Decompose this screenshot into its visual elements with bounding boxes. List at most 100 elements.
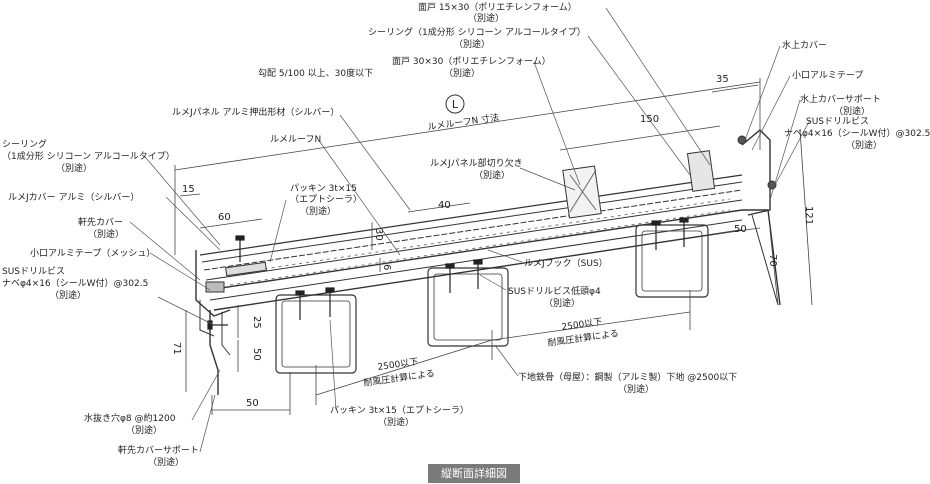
- dim-70: 70: [767, 254, 778, 267]
- dim-121-line: [799, 129, 813, 306]
- label-jcover: ルメJカバー アルミ（シルバー）: [8, 192, 139, 203]
- label-sealing-top: シーリング（1成分形 シリコーン アルコールタイプ）: [368, 26, 586, 38]
- eave-support-bracket-2: [221, 312, 231, 356]
- label-packing-bottom-note: （別途）: [378, 416, 414, 428]
- drawing-caption: 縦断面詳細図: [428, 464, 520, 483]
- label-eaves-cover: 軒先カバー: [78, 216, 123, 228]
- dim-L-line: [174, 81, 761, 171]
- label-packing-top: パッキン 3t×15: [290, 183, 357, 194]
- leader-steel-frame: [494, 344, 519, 377]
- label-packing-top-sub: （エプトシーラ）: [290, 194, 362, 205]
- screw-mid-1: [445, 263, 455, 293]
- label-lumeroof-n-size: ルメルーフN 寸法: [427, 111, 500, 133]
- label-jhook: ルメJフック（SUS）: [524, 258, 608, 269]
- label-eaves-support-note: （別途）: [148, 456, 184, 468]
- label-steel-frame-note: （別途）: [618, 383, 654, 395]
- dim-150: 150: [640, 114, 659, 125]
- dim-50-right-line: [707, 227, 761, 236]
- panel-cut-cross: [569, 169, 597, 213]
- label-mizukami-cover: 水上カバー: [782, 39, 827, 51]
- dim-40: 40: [438, 200, 451, 211]
- panel-top-line: [199, 174, 743, 256]
- label-slope: 勾配 5/100 以上、30度以下: [258, 67, 373, 79]
- label-mizukami-support-note: （別途）: [834, 105, 870, 117]
- label-group: 面戸 15×30（ポリエチレンフォーム） （別途） シーリング（1成分形 シリコ…: [2, 2, 930, 468]
- panel-line-4: [205, 199, 743, 281]
- leader-menko-15: [605, 7, 711, 166]
- roof-panel-assembly: [195, 129, 781, 395]
- panel-line-2: [201, 181, 743, 263]
- ridge-screw-head: [737, 135, 747, 145]
- screw-right-2: [679, 217, 689, 247]
- leader-jcover: [165, 196, 221, 251]
- dim-25: 25: [251, 316, 262, 329]
- eave-seal-block: [205, 281, 225, 293]
- label-panel-cut: ルメJパネル部切り欠き: [430, 157, 523, 169]
- leader-mizukami-support: [769, 99, 801, 201]
- label-sus-right-spec: ナベφ4×16（シールW付）@302.5: [784, 128, 930, 139]
- label-menko-15: 面戸 15×30（ポリエチレンフォーム）: [418, 2, 577, 13]
- label-eaves-cover-note: （別途）: [88, 228, 124, 240]
- leader-sealing-top: [587, 35, 691, 176]
- leader-drain: [191, 369, 221, 421]
- screw-left-2: [325, 287, 335, 317]
- purlin-left: [275, 294, 357, 374]
- dim-35-line: [711, 84, 759, 93]
- leader-jhook: [487, 249, 523, 263]
- dim-50-bottom: 50: [246, 398, 259, 409]
- label-mizukami-support: 水上カバーサポート: [800, 93, 881, 105]
- leader-koguchi-tape: [751, 75, 791, 151]
- label-panel-extrusion: ルメJパネル アルミ押出形材（シルバー）: [172, 106, 339, 118]
- leader-lines: [129, 7, 811, 453]
- leader-sus-left: [157, 296, 215, 326]
- dim-50-right: 50: [734, 224, 747, 235]
- screw-left-1: [295, 290, 305, 320]
- label-packing-top-note: （別途）: [300, 205, 336, 217]
- dim-15-line: [179, 193, 201, 197]
- dim-60-line: [199, 218, 263, 229]
- label-steel-frame: 下地鉄骨（母屋）：鋼製（アルミ製）下地 @2500以下: [518, 371, 737, 383]
- leader-packing-bottom: [329, 319, 337, 411]
- label-menko-30: 面戸 30×30（ポリエチレンフォーム）: [392, 56, 551, 67]
- dim-71: 71: [171, 342, 182, 355]
- steel-purlins: [275, 224, 709, 374]
- screw-mid-2: [473, 259, 483, 289]
- panel-hatch: [229, 198, 731, 275]
- dim-2500-mid-line: [491, 311, 691, 341]
- dim-6: 6: [381, 264, 392, 270]
- dim-150-line: [559, 125, 721, 151]
- dim-40-line: [407, 202, 471, 213]
- leader-mizukami-cover: [744, 45, 781, 141]
- panel-line-3: [203, 189, 743, 271]
- leader-panel-extrusion: [339, 114, 411, 211]
- leader-koguchi-mesh: [149, 252, 211, 291]
- label-sus-low-note: （別途）: [544, 297, 580, 309]
- leader-panel-cut: [519, 167, 576, 191]
- label-sus-left: SUSドリルビス: [2, 266, 65, 277]
- label-wind-left-sub: 耐風圧計算による: [363, 367, 436, 389]
- label-menko-15-note: （別途）: [468, 12, 504, 24]
- label-sealing-left-sub: （1成分形 シリコーン アルコールタイプ）: [2, 150, 175, 162]
- dim-121: 121: [803, 206, 814, 225]
- leader-eaves-support: [199, 394, 216, 453]
- dimension-lines: [174, 78, 813, 415]
- label-sealing-left: シーリング: [2, 138, 47, 150]
- screws: [207, 217, 689, 330]
- screw-eave-top: [235, 235, 245, 262]
- label-sealing-top-note: （別途）: [454, 38, 490, 50]
- eave-packing: [225, 261, 267, 277]
- purlin-right: [635, 224, 709, 298]
- leader-packing-top: [269, 199, 287, 263]
- label-panel-cut-note: （別途）: [474, 169, 510, 181]
- screw-eave: [207, 320, 228, 330]
- purlin-middle: [427, 267, 509, 347]
- ridge-support-inner: [751, 214, 779, 306]
- dim-30: 30: [373, 228, 384, 241]
- label-packing-bottom: パッキン 3t×15（エプトシーラ）: [330, 405, 469, 416]
- leader-eaves-cover: [129, 221, 201, 281]
- label-eaves-support: 軒先カバーサポート: [118, 444, 199, 456]
- L-symbol: L: [445, 94, 465, 114]
- label-sealing-left-note: （別途）: [56, 162, 92, 174]
- dim-50-left: 50: [251, 348, 262, 361]
